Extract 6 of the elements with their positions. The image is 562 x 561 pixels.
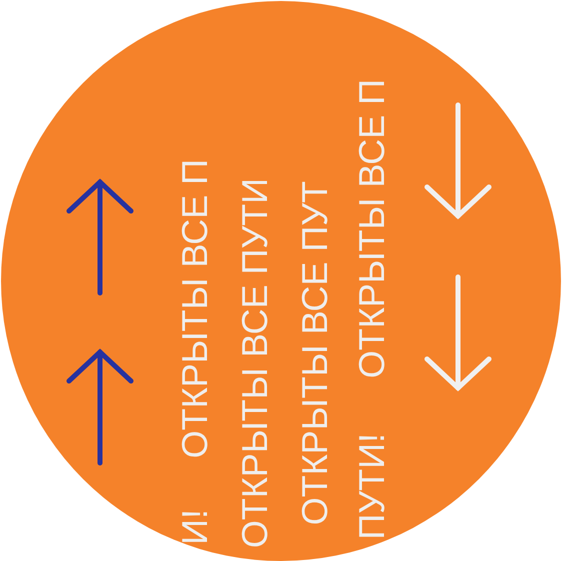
slogan-text: ОТКРЫТЫ ВСЕ П	[352, 78, 392, 378]
slogan-text: И!	[175, 509, 215, 545]
slogan-text: ОТКРЫТЫ ВСЕ ПУТИ	[235, 178, 275, 548]
slogan-text: ПУТИ!	[352, 433, 392, 540]
slogan-text: ОТКРЫТЫ ВСЕ ПУТ	[295, 180, 335, 525]
slogan-text: ОТКРЫТЫ ВСЕ П	[175, 158, 215, 458]
